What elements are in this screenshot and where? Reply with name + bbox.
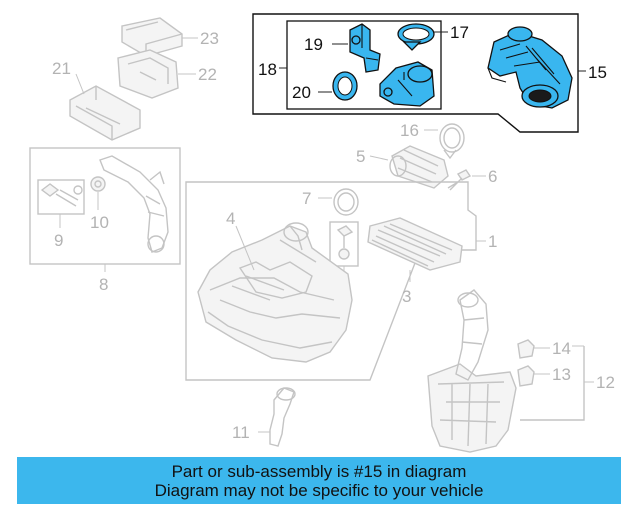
part-22-bracket: [117, 49, 196, 99]
part-9-screw: [37, 179, 85, 228]
banner-line-2: Diagram may not be specific to your vehi…: [154, 480, 484, 500]
callout-10: 10: [90, 213, 109, 232]
callout-11: 11: [232, 423, 250, 442]
callout-4: 4: [226, 209, 235, 228]
part-intake-elbow: [379, 61, 435, 107]
part-16-clamp: [424, 123, 465, 160]
part-2-fastener: [329, 221, 359, 276]
part-10-grommet: [90, 176, 106, 210]
callout-21: 21: [52, 59, 71, 78]
callout-18: 18: [258, 60, 277, 79]
part-21-duct: [69, 73, 141, 141]
callout-7: 7: [302, 189, 311, 208]
part-11-drain: [258, 387, 296, 447]
part-12-resonator: [427, 289, 594, 453]
part-23-cover: [121, 17, 198, 57]
callout-5: 5: [356, 147, 365, 166]
callout-9: 9: [54, 231, 63, 250]
part-19-sensor: [332, 23, 381, 73]
callout-19: 19: [304, 35, 323, 54]
callout-14: 14: [552, 339, 571, 358]
part-3-filter: [367, 217, 463, 282]
part-20-oring: [318, 71, 358, 101]
part-13-grommet: [517, 365, 550, 387]
part-14-grommet: [517, 339, 584, 359]
callout-17: 17: [450, 23, 469, 42]
part-7-oring: [318, 188, 359, 216]
part-4-airbox: [197, 222, 353, 363]
callout-3: 3: [402, 287, 411, 306]
callout-12: 12: [596, 373, 615, 392]
callout-15: 15: [588, 63, 607, 82]
group-box-1-4: [185, 181, 486, 381]
part-15-intake-hose: [487, 26, 573, 109]
info-banner: Part or sub-assembly is #15 in diagram D…: [17, 457, 621, 504]
part-8-hose: [99, 155, 169, 253]
callout-8: 8: [99, 275, 108, 294]
banner-line-1: Part or sub-assembly is #15 in diagram: [171, 461, 467, 481]
callout-13: 13: [552, 365, 571, 384]
callout-6: 6: [488, 167, 497, 186]
part-6-bolt: [447, 169, 486, 191]
part-5-sleeve: [369, 145, 449, 189]
callout-22: 22: [198, 65, 217, 84]
callout-16: 16: [400, 121, 419, 140]
callout-20: 20: [292, 83, 311, 102]
callout-1: 1: [488, 232, 497, 251]
part-17-clamp: [397, 23, 448, 51]
group-box-8-10: [29, 147, 181, 272]
callout-23: 23: [200, 29, 219, 48]
